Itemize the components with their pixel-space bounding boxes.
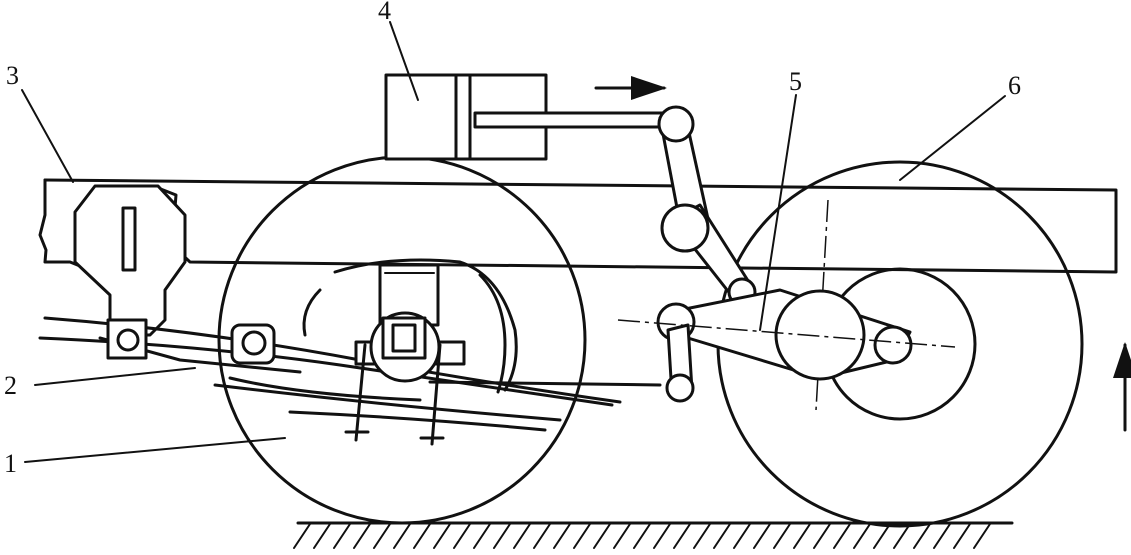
ground-hatch-line: [493, 523, 511, 549]
ground-hatch-line: [893, 523, 911, 549]
ground-hatch-line: [953, 523, 971, 549]
axle-assembly: [344, 263, 466, 446]
actuator-cylinder: [384, 73, 677, 161]
ground-hatch-line: [453, 523, 471, 549]
ground-hatch-line: [313, 523, 331, 549]
ground-hatch-line: [333, 523, 351, 549]
ground-hatch-line: [393, 523, 411, 549]
label-1: 1: [4, 449, 17, 478]
ground-hatch-line: [553, 523, 571, 549]
vehicle-frame: [38, 178, 1118, 337]
ground-hatch-line: [613, 523, 631, 549]
ground-hatch-line: [593, 523, 611, 549]
label-6: 6: [1008, 71, 1021, 100]
ground-hatch-line: [873, 523, 891, 549]
label-2: 2: [4, 371, 17, 400]
ground-hatch-line: [533, 523, 551, 549]
ground-hatch-line: [813, 523, 831, 549]
ground-hatch-line: [513, 523, 531, 549]
ground-hatch-line: [633, 523, 651, 549]
label-4: 4: [378, 0, 391, 25]
ground-hatch-line: [353, 523, 371, 549]
label-3: 3: [6, 61, 19, 90]
ground-hatch-line: [653, 523, 671, 549]
ground-hatch-line: [293, 523, 311, 549]
ground-hatch-line: [733, 523, 751, 549]
ground-hatch-line: [413, 523, 431, 549]
ground-hatch-line: [673, 523, 691, 549]
ground-hatch-line: [753, 523, 771, 549]
leader-lines: [21, 21, 1006, 463]
ground-hatch-line: [853, 523, 871, 549]
ground: [293, 521, 1014, 549]
ground-hatch-line: [973, 523, 991, 549]
ground-hatch-line: [433, 523, 451, 549]
ground-hatch-line: [373, 523, 391, 549]
ground-hatch-line: [473, 523, 491, 549]
ground-hatch-line: [833, 523, 851, 549]
ground-hatch-line: [933, 523, 951, 549]
label-5: 5: [789, 67, 802, 96]
spring-shackles: [106, 318, 276, 365]
ground-hatch-line: [573, 523, 591, 549]
bell-crank-linkage: [428, 105, 956, 403]
ground-hatch-line: [793, 523, 811, 549]
ground-hatch-line: [693, 523, 711, 549]
ground-hatch-line: [913, 523, 931, 549]
ground-hatch-line: [773, 523, 791, 549]
ground-hatch-line: [713, 523, 731, 549]
